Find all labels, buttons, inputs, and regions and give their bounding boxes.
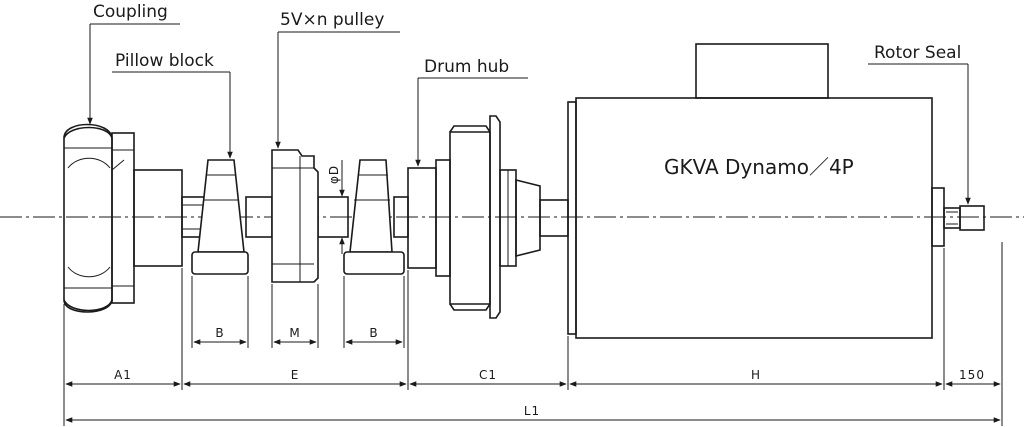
callout-leaders xyxy=(87,23,971,205)
motor-label: GKVA Dynamo／4P xyxy=(664,155,854,179)
pulley-shape xyxy=(271,149,319,283)
pillow-block-label: Pillow block xyxy=(115,51,214,71)
pillow-block-left xyxy=(191,159,249,275)
shaft-diameter-label: φD xyxy=(327,165,341,184)
dim-l1: L1 xyxy=(524,404,540,418)
dim-h: H xyxy=(751,368,761,382)
rotor-seal-label: Rotor Seal xyxy=(874,43,961,63)
drum-hub-label: Drum hub xyxy=(424,57,509,77)
pulley-label: 5V×n pulley xyxy=(280,10,384,30)
dim-e: E xyxy=(291,368,300,382)
coupling-shape xyxy=(63,123,183,313)
pillow-block-right xyxy=(343,159,405,275)
drum-hub-shape xyxy=(407,115,569,319)
dim-150: 150 xyxy=(959,368,985,382)
extension-lines xyxy=(63,242,1003,426)
dim-a1: A1 xyxy=(114,368,132,382)
dimension-lines xyxy=(65,339,1001,423)
dim-b-left: B xyxy=(215,326,224,340)
dim-c1: C1 xyxy=(479,368,497,382)
dim-b-right: B xyxy=(369,326,378,340)
dim-m: M xyxy=(289,326,300,340)
coupling-label: Coupling xyxy=(93,2,168,22)
motor-body xyxy=(567,43,985,339)
